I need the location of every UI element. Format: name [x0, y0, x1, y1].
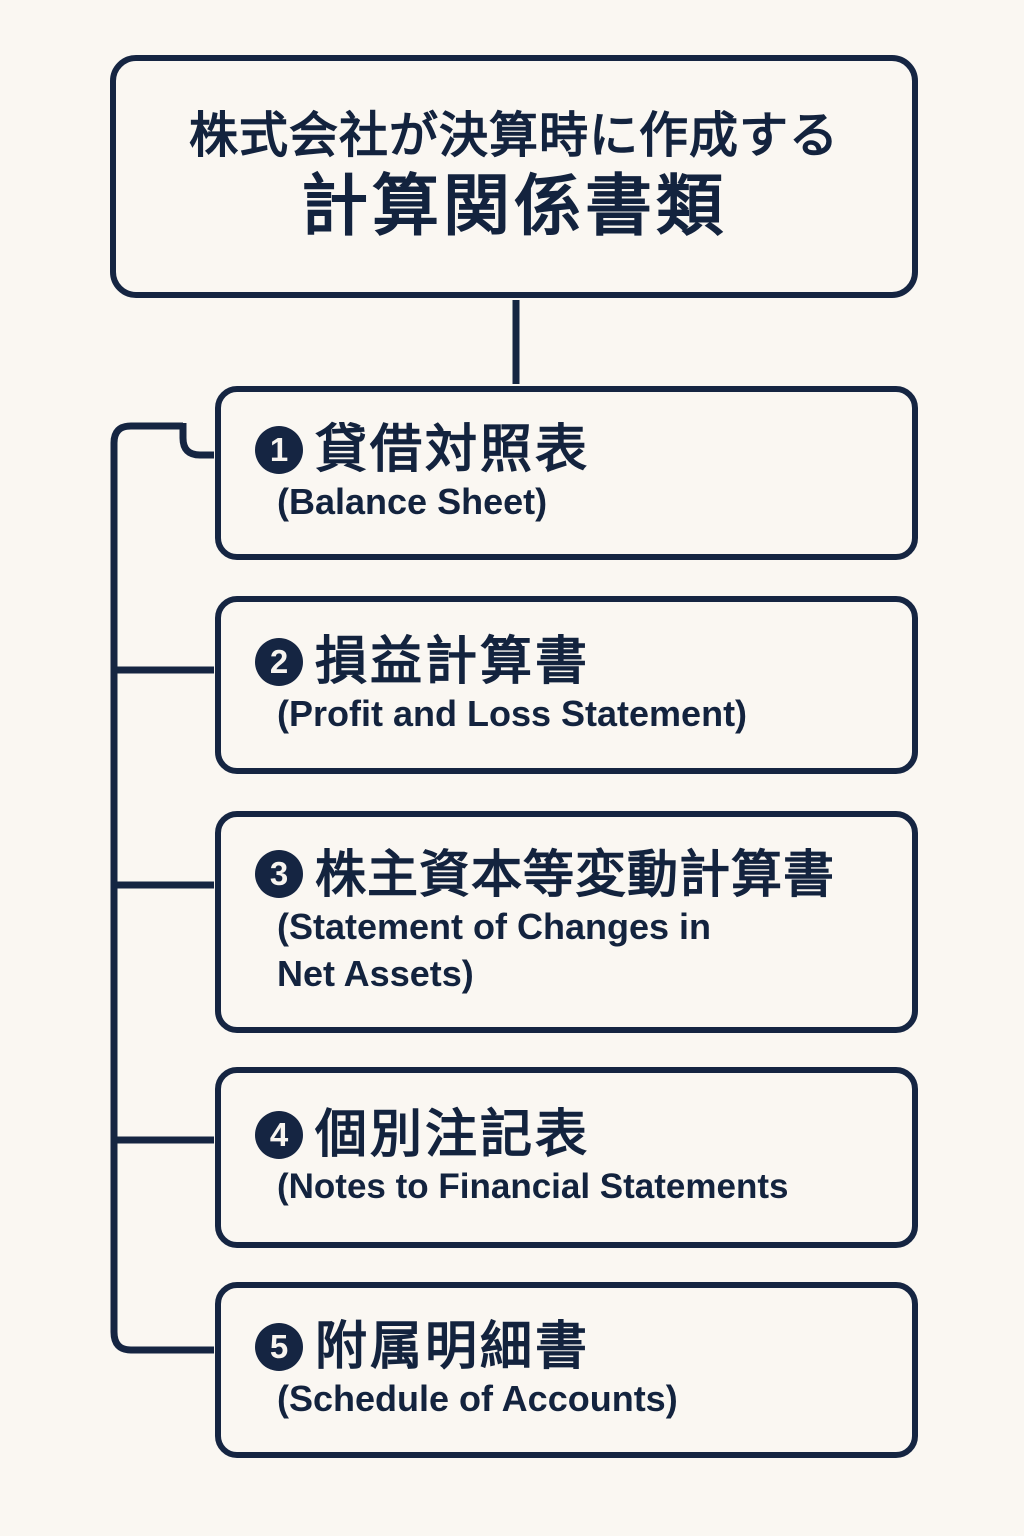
number-badge-5-icon: 5	[255, 1322, 303, 1371]
item-box-3: 3 株主資本等変動計算書 (Statement of Changes in Ne…	[215, 811, 918, 1033]
item-4-title-jp: 個別注記表	[315, 1105, 591, 1164]
item-3-title-jp: 株主資本等変動計算書	[315, 845, 836, 903]
item-2-title-jp: 損益計算書	[315, 632, 591, 691]
number-badge-3-icon: 3	[255, 850, 303, 899]
diagram-title-box: 株式会社が決算時に作成する 計算関係書類	[110, 55, 918, 298]
item-3-title-en: (Statement of Changes in Net Assets)	[277, 905, 712, 994]
item-box-5: 5 附属明細書 (Schedule of Accounts)	[215, 1282, 918, 1458]
connector-branch-item1	[179, 423, 214, 459]
number-badge-2-icon: 2	[255, 637, 303, 686]
title-main-line: 計算関係書類	[301, 169, 727, 245]
number-badge-4-icon: 4	[255, 1110, 303, 1159]
item-5-title-jp: 附属明細書	[315, 1317, 591, 1376]
item-3-heading: 3 株主資本等変動計算書	[255, 847, 912, 902]
item-box-1: 1 貸借対照表 (Balance Sheet)	[215, 386, 918, 560]
item-5-title-en: (Schedule of Accounts)	[277, 1377, 678, 1419]
title-subtitle-line: 株式会社が決算時に作成する	[188, 108, 839, 163]
connector-spine	[110, 422, 214, 1354]
item-4-heading: 4 個別注記表	[255, 1107, 912, 1163]
item-1-title-jp: 貸借対照表	[315, 420, 591, 479]
item-5-heading: 5 附属明細書	[255, 1317, 912, 1376]
item-1-title-en: (Balance Sheet)	[277, 480, 548, 522]
number-badge-1-icon: 1	[255, 425, 303, 474]
item-2-title-en: (Profit and Loss Statement)	[277, 692, 748, 734]
item-box-2: 2 損益計算書 (Profit and Loss Statement)	[215, 596, 918, 774]
item-2-heading: 2 損益計算書	[255, 632, 912, 691]
item-box-4: 4 個別注記表 (Notes to Financial Statements	[215, 1067, 918, 1248]
item-1-heading: 1 貸借対照表	[255, 420, 912, 479]
item-4-title-en: (Notes to Financial Statements	[277, 1166, 789, 1206]
